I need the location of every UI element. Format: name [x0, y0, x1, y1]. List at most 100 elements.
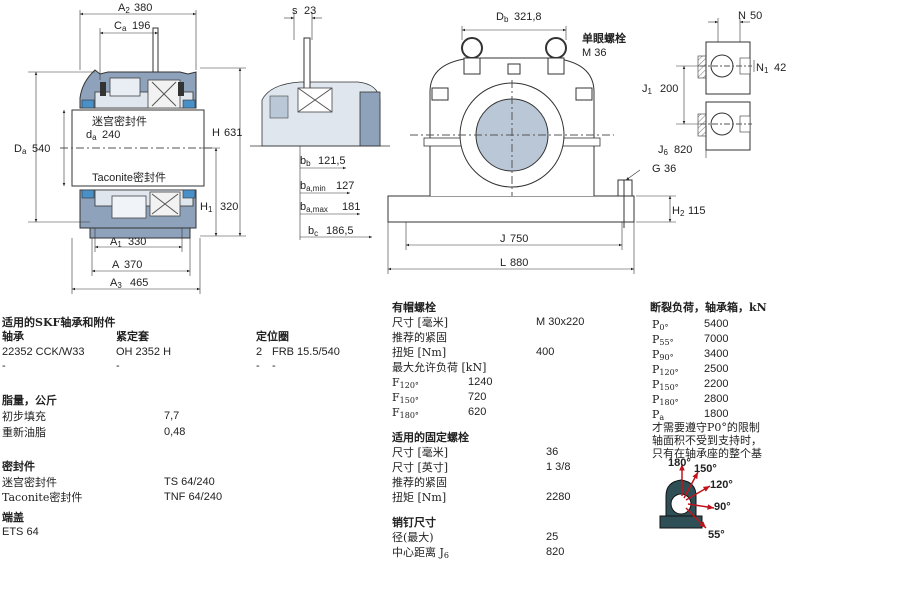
seal-label-taconite: Taconite密封件 [92, 170, 166, 184]
seal-labyrinth-value: TS 64/240 [164, 476, 215, 488]
dim-bb-label: bb [300, 155, 311, 168]
dim-J1-label: J1 [642, 83, 653, 96]
dim-L-value: 880 [510, 257, 528, 269]
grease-relube-label: 重新油脂 [2, 426, 46, 439]
header-locating-ring: 定位圈 [256, 330, 289, 343]
load-pa-label: Pa [652, 408, 665, 422]
load-f120-label: F120° [392, 376, 419, 390]
dim-bamax-label: ba,max [300, 201, 328, 214]
dim-bamin-label: ba,min [300, 180, 326, 193]
angle-150: 150° [694, 463, 717, 475]
seal-label-labyrinth: 迷宫密封件 [92, 114, 147, 128]
dim-Da-label: Da [14, 143, 27, 156]
technical-drawing: A2 380 Ca 196 Da 540 da 240 迷宫密封件 Taconi… [14, 2, 786, 294]
dim-H2-label: H2 [672, 205, 685, 218]
seal-taconite-label: Taconite密封件 [2, 491, 83, 504]
dim-J-value: 750 [510, 233, 528, 245]
dowel-diameter-value: 25 [546, 531, 559, 543]
bearing-value-2: - [2, 360, 6, 372]
dim-A1-value: 330 [128, 236, 146, 248]
dim-s-value: 23 [304, 5, 316, 17]
dim-da-value: 240 [102, 129, 120, 141]
grease-initial-label: 初步填充 [2, 410, 46, 423]
dim-bamax-value: 181 [342, 201, 360, 213]
load-f180-value: 620 [468, 406, 487, 418]
capbolt-torque-value: 400 [536, 346, 555, 358]
ring-qty-2: - [256, 360, 260, 372]
angle-180: 180° [668, 458, 691, 469]
breaking-load-title: 断裂负荷，轴承箱，kN [650, 301, 767, 314]
load-p150-label: P150° [652, 378, 679, 392]
load-p90-value: 3400 [704, 348, 729, 360]
note-line-1: 才需要遵守P0°的限制 [652, 421, 760, 434]
dim-da-label: da [86, 129, 97, 142]
dim-A3-value: 465 [130, 277, 148, 289]
detail-view: s 23 bb 121,5 ba,min 127 ba,max 181 bc 1… [250, 5, 390, 240]
ring-value: FRB 15.5/540 [272, 346, 340, 358]
header-sleeve: 紧定套 [116, 330, 149, 343]
dim-L-label: L [500, 257, 506, 269]
dim-bc-label: bc [308, 225, 318, 238]
header-bearing: 轴承 [2, 330, 24, 343]
seal-taconite-value: TNF 64/240 [164, 491, 223, 503]
dim-N-label: N [738, 10, 746, 22]
dim-Ca-label: Ca [114, 20, 127, 33]
load-pa-value: 1800 [704, 408, 729, 420]
dowel-center-label: 中心距离 J6 [392, 546, 449, 560]
load-f150-label: F150° [392, 391, 419, 405]
dowel-center-value: 820 [546, 546, 565, 558]
note-line-2: 轴面积不受到支持时， [652, 434, 762, 447]
load-p120-label: P120° [652, 363, 679, 377]
load-p55-value: 7000 [704, 333, 729, 345]
load-p120-value: 2500 [704, 363, 729, 375]
capbolt-recommended-label: 推荐的紧固 [392, 331, 447, 344]
dim-Ca-value: 196 [132, 20, 150, 32]
seals-title: 密封件 [2, 460, 35, 473]
dim-A1-label: A1 [110, 236, 122, 249]
load-p0-label: P0° [652, 318, 669, 332]
load-f120-value: 1240 [468, 376, 493, 388]
dim-A-label: A [112, 259, 120, 271]
fixbolt-inch-value: 1 3/8 [546, 461, 571, 473]
capbolt-size-value: M 30x220 [536, 316, 585, 328]
note-line-3: 只有在轴承座的整个基 [652, 447, 762, 460]
dim-J6-value: 820 [674, 144, 692, 156]
dim-bb-value: 121,5 [318, 155, 346, 167]
fixbolt-title: 适用的固定螺栓 [392, 431, 469, 444]
load-p90-label: P90° [652, 348, 674, 362]
dim-A3-label: A3 [110, 277, 122, 290]
load-p55-label: P55° [652, 333, 674, 347]
fixbolt-inch-label: 尺寸 [英寸] [392, 461, 449, 474]
load-p150-value: 2200 [704, 378, 729, 390]
dim-H-value: 631 [224, 127, 242, 139]
dim-Db-value: 321,8 [514, 11, 542, 23]
eyebolt-size: M 36 [582, 47, 606, 59]
section-view: A2 380 Ca 196 Da 540 da 240 迷宫密封件 Taconi… [14, 2, 246, 294]
angle-90: 90° [714, 501, 731, 513]
dim-G-label: G [652, 163, 661, 175]
dim-N-value: 50 [750, 10, 762, 22]
load-direction-diagram: 180° 150° 120° 90° 55° [659, 458, 733, 541]
capbolt-torque-label: 扭矩 [Nm] [392, 346, 447, 359]
dim-Db-label: Db [496, 11, 509, 24]
dim-A2-value: 380 [134, 2, 152, 14]
capbolt-size-label: 尺寸 [毫米] [392, 316, 449, 329]
fixbolt-recommended-label: 推荐的紧固 [392, 476, 447, 489]
dim-A2-label: A2 [118, 2, 130, 15]
dim-A-value: 370 [124, 259, 142, 271]
grease-title: 脂量，公斤 [2, 394, 57, 407]
allowed-load-label: 最大允许负荷 [kN] [392, 361, 487, 374]
dim-J-label: J [500, 233, 506, 245]
dowel-title: 销钉尺寸 [392, 516, 436, 529]
grease-relube-value: 0,48 [164, 426, 186, 438]
front-view: Db 321,8 单眼螺栓 M 36 J 750 L 880 H2 115 G … [387, 11, 706, 274]
endcap-value: ETS 64 [2, 526, 39, 538]
accessories-title: 适用的SKF轴承和附件 [2, 316, 116, 329]
load-f150-value: 720 [468, 391, 487, 403]
eyebolt-title: 单眼螺栓 [582, 31, 626, 45]
angle-120: 120° [710, 479, 733, 491]
grease-initial-value: 7,7 [164, 410, 180, 422]
load-f180-label: F180° [392, 406, 419, 420]
sleeve-value: OH 2352 H [116, 346, 172, 358]
dim-H1-label: H1 [200, 201, 213, 214]
